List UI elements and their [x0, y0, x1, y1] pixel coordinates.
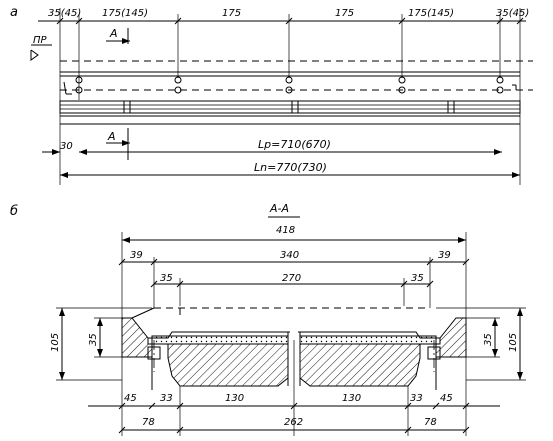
cross-section	[121, 307, 467, 390]
dim-overall-width: 418	[276, 225, 295, 236]
dim-height-105-left: 105	[50, 333, 61, 352]
dim-calc-span: Lp=710(670)	[258, 138, 331, 151]
dim-b-262: 262	[284, 417, 303, 428]
dim-b-130-right: 130	[342, 393, 361, 404]
dim-b-45-left: 45	[124, 393, 137, 404]
section-title: А-А	[269, 202, 289, 215]
panel-b-label: б	[10, 204, 18, 219]
dim-270: 270	[282, 273, 301, 284]
dim-end-left: 35(45)	[48, 8, 81, 19]
dim-35-left: 35	[160, 273, 173, 284]
bottom-dimensions: А 30 Lp=710(670) Ln=770(730)	[42, 128, 520, 178]
dim-b-45-right: 45	[440, 393, 453, 404]
dim-bay-2: 175	[222, 8, 241, 19]
dim-b-130-left: 130	[225, 393, 244, 404]
dim-height-105-right: 105	[508, 333, 519, 352]
dim-height-35-right: 35	[483, 333, 494, 346]
dim-b-33-left: 33	[160, 393, 173, 404]
panel-a: а 35(45) 175(145) 175 175 175(145) 35(45…	[10, 5, 533, 185]
dim-left-offset: 30	[60, 141, 73, 152]
dim-height-35-left: 35	[88, 333, 99, 346]
panel-b: б А-А 418 39 340 39 35 270 35 105	[10, 202, 526, 436]
dim-340: 340	[280, 250, 299, 261]
dim-39-left: 39	[130, 250, 143, 261]
dim-b-78-right: 78	[424, 417, 437, 428]
section-mark-letter-top: А	[109, 27, 118, 40]
top-dimension-chain: 35(45) 175(145) 175 175 175(145) 35(45)	[38, 8, 529, 185]
dim-bay-3: 175	[335, 8, 354, 19]
reference-marker: ПР	[30, 35, 52, 61]
dim-b-78-left: 78	[142, 417, 155, 428]
dim-end-right: 35(45)	[496, 8, 529, 19]
lifting-loop	[75, 76, 504, 94]
dim-35-right: 35	[411, 273, 424, 284]
marker-label: ПР	[33, 35, 48, 46]
slab-elevation	[59, 60, 533, 125]
dim-39-right: 39	[438, 250, 451, 261]
dim-bay-4: 175(145)	[408, 8, 454, 19]
panel-a-label: а	[10, 5, 18, 20]
section-mark-top: А	[106, 27, 130, 44]
dim-bay-1: 175(145)	[102, 8, 148, 19]
dim-full-length: Ln=770(730)	[254, 161, 327, 174]
dim-b-33-right: 33	[410, 393, 423, 404]
section-mark-letter-bottom: А	[107, 130, 116, 143]
